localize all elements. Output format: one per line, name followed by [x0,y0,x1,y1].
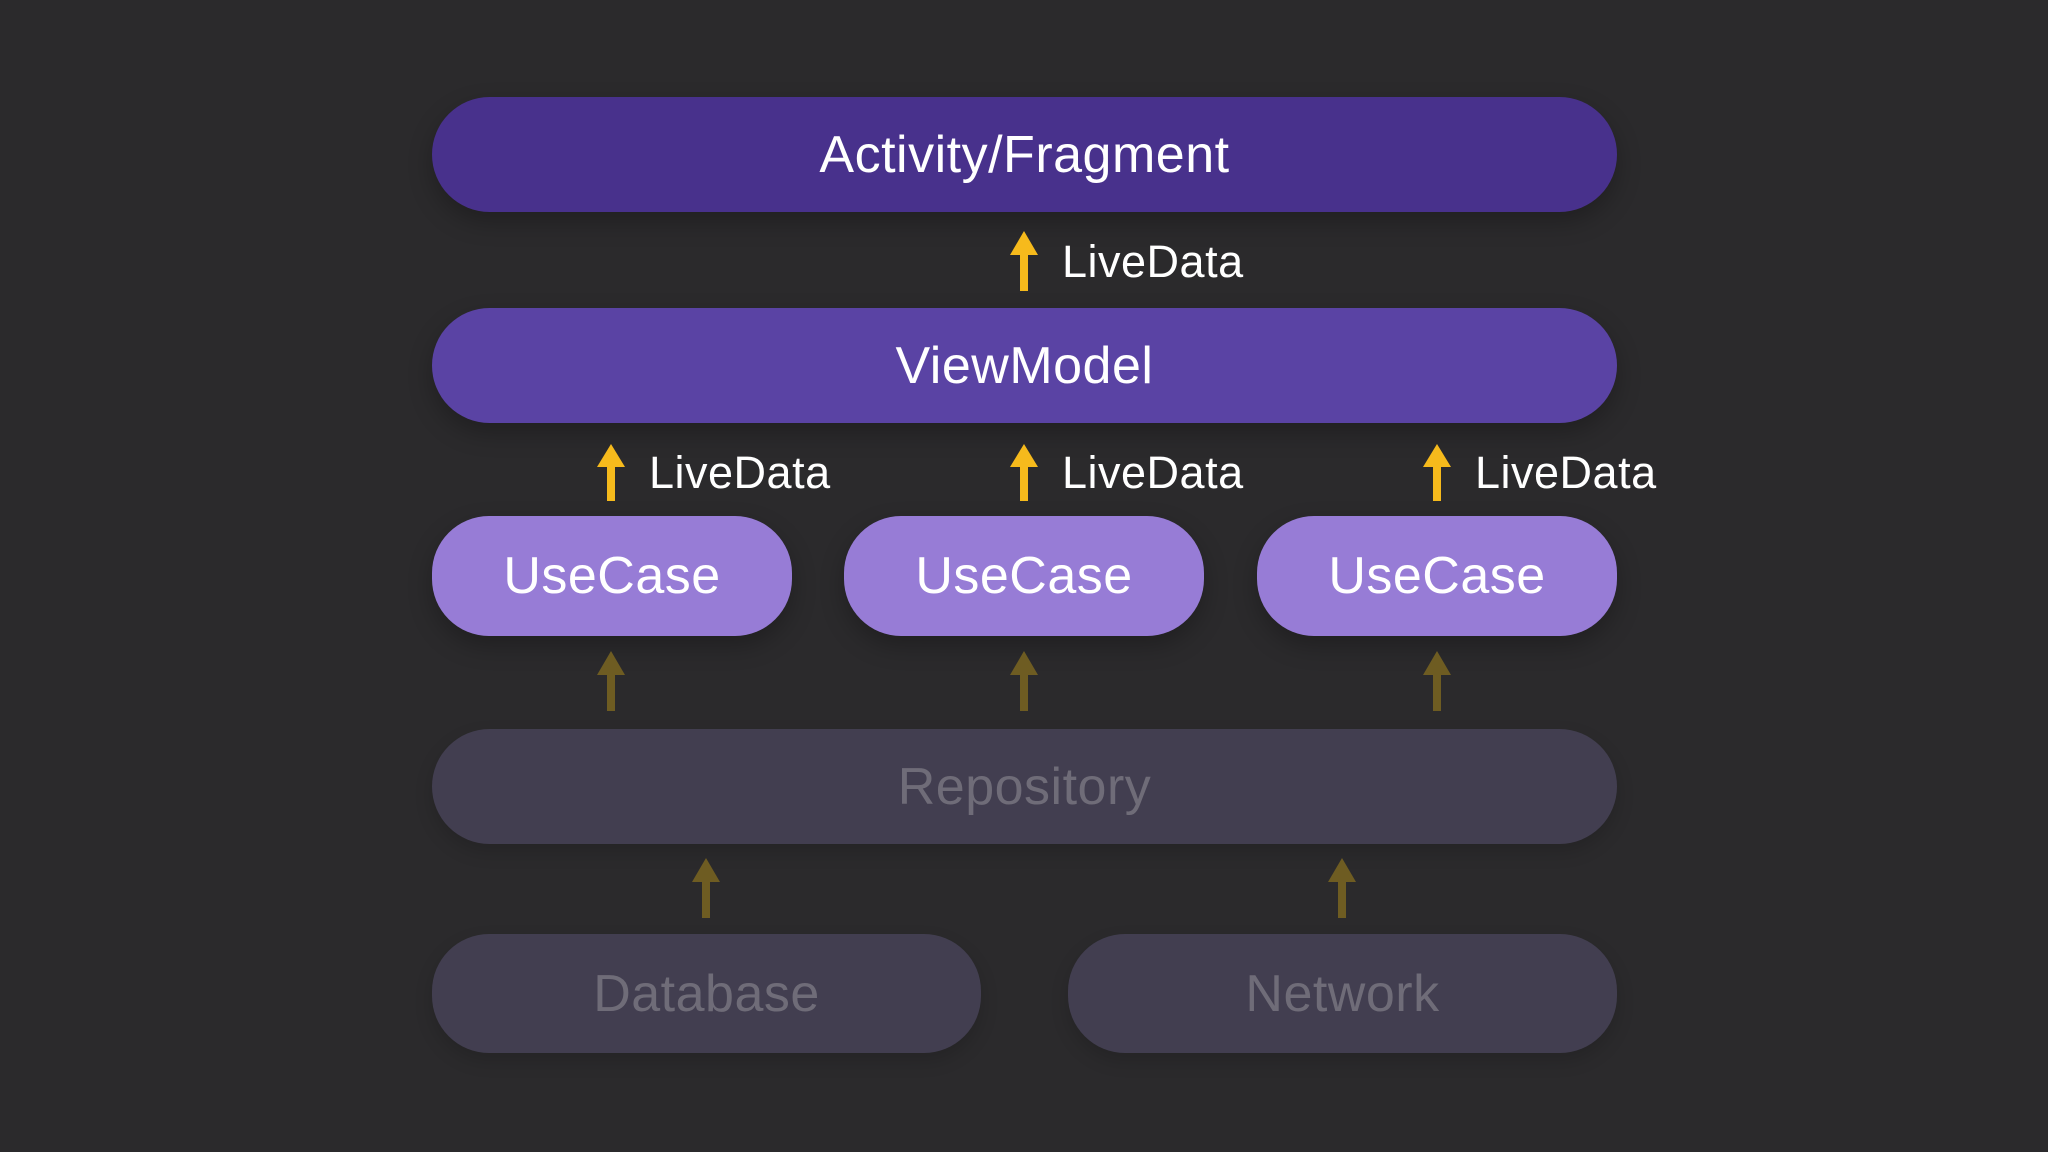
edge-usecase3-to-viewmodel: LiveData [1421,444,1657,501]
up-arrow-dim-icon [1328,858,1356,918]
edge-viewmodel-to-activity: LiveData [1008,231,1244,291]
usecase-pill: UseCase [432,516,792,636]
usecase-pill: UseCase [1257,516,1617,636]
network-pill: Network [1068,934,1617,1053]
livedata-label: LiveData [649,447,831,498]
database-label: Database [593,964,820,1023]
livedata-label: LiveData [1475,447,1657,498]
edge-usecase1-to-viewmodel: LiveData [595,444,831,501]
activity-fragment-label: Activity/Fragment [819,125,1230,184]
usecase-label: UseCase [1328,547,1546,605]
viewmodel-pill: ViewModel [432,308,1617,423]
usecase-pill: UseCase [844,516,1204,636]
edge-usecase2-to-viewmodel: LiveData [1008,444,1244,501]
livedata-label: LiveData [1062,235,1244,287]
network-label: Network [1245,964,1440,1023]
up-arrow-dim-icon [597,651,625,711]
up-arrow-icon [1423,444,1451,501]
up-arrow-icon [1010,444,1038,501]
viewmodel-label: ViewModel [895,336,1154,395]
database-pill: Database [432,934,981,1053]
up-arrow-dim-icon [692,858,720,918]
usecase-label: UseCase [503,547,721,605]
up-arrow-icon [597,444,625,501]
usecase-label: UseCase [915,547,1133,605]
up-arrow-icon [1010,231,1038,291]
livedata-label: LiveData [1062,447,1244,498]
repository-pill: Repository [432,729,1617,844]
activity-fragment-pill: Activity/Fragment [432,97,1617,212]
up-arrow-dim-icon [1423,651,1451,711]
up-arrow-dim-icon [1010,651,1038,711]
repository-label: Repository [897,757,1152,816]
